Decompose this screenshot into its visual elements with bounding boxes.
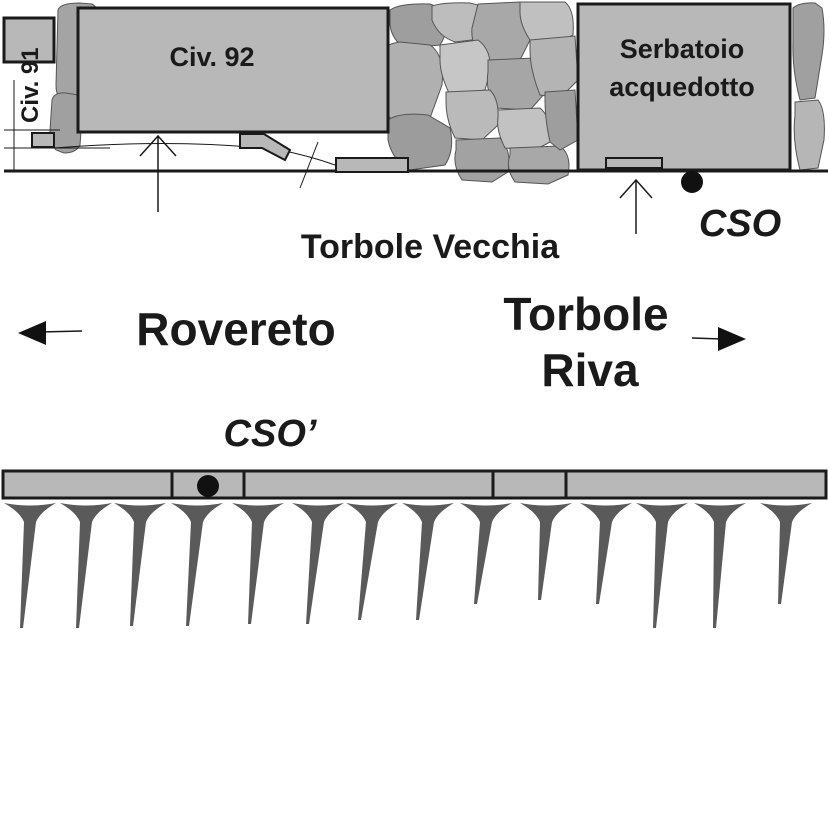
serbatoio-label-line1: Serbatoio — [620, 34, 745, 64]
foundation-curve — [53, 142, 336, 166]
stone-block — [387, 113, 453, 171]
stone-block — [792, 2, 825, 101]
stone-block — [445, 89, 499, 141]
pile — [346, 503, 398, 620]
serbatoio-label-line2: acquedotto — [609, 72, 755, 102]
pile — [520, 503, 572, 600]
arrow-left-icon — [18, 321, 83, 345]
arrow-up-icon — [619, 178, 653, 234]
pile — [232, 503, 284, 624]
building-civ92-box — [76, 6, 390, 134]
building-civ91-box — [2, 16, 56, 64]
building-serbatoio-box — [576, 2, 792, 172]
torbole-vecchia-label: Torbole Vecchia — [301, 228, 560, 266]
stone-block — [454, 137, 510, 183]
civ92-label: Civ. 92 — [169, 42, 254, 72]
step-slab — [335, 157, 409, 173]
cso-prime-label: CSO’ — [224, 413, 317, 455]
pile — [402, 503, 454, 620]
pile — [114, 503, 166, 626]
pile — [60, 503, 112, 628]
torbole-riva-label-line1: Torbole — [503, 288, 668, 340]
pile — [4, 503, 56, 628]
pile — [636, 503, 688, 628]
pile-row — [4, 503, 812, 628]
ledge — [31, 132, 55, 148]
pile — [292, 503, 344, 624]
inlet-slab — [605, 157, 663, 169]
beam-segment — [491, 469, 568, 500]
arrow-up-icon — [139, 134, 177, 212]
stone-block — [544, 89, 579, 151]
building-civ91: Civ. 91 — [2, 16, 110, 171]
pile — [760, 503, 812, 604]
pile — [580, 503, 632, 604]
pile — [694, 503, 746, 628]
stone-block — [507, 145, 570, 185]
pile — [171, 503, 223, 626]
stone-block — [529, 35, 579, 99]
civ91-label: Civ. 91 — [17, 47, 44, 123]
torbole-riva-label-line2: Riva — [541, 344, 639, 396]
stone-block — [519, 1, 574, 43]
cso-point-marker — [681, 171, 703, 193]
stone-block — [793, 99, 825, 171]
building-serbatoio: Serbatoio acquedotto CSO — [576, 2, 792, 245]
pile — [460, 503, 512, 604]
dimension-line — [299, 141, 319, 189]
rovereto-label: Rovereto — [136, 303, 335, 355]
building-civ92: Civ. 92 — [53, 6, 409, 212]
beam — [1, 469, 828, 500]
stone-block — [439, 39, 491, 96]
cso-label: CSO — [699, 203, 781, 245]
ramp — [239, 133, 292, 162]
stone-block — [497, 107, 551, 151]
pipe-beam — [1, 469, 828, 500]
stone-wall — [49, 1, 825, 185]
arrow-right-icon — [691, 327, 746, 351]
cso-prime-marker — [197, 475, 219, 497]
